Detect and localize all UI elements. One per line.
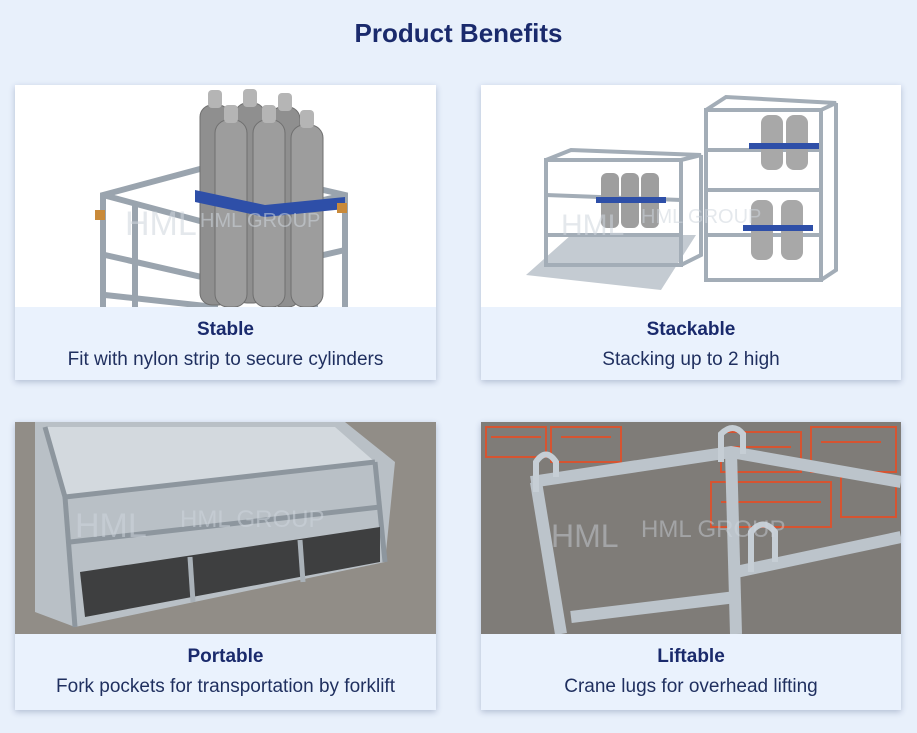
card-caption: Liftable Crane lugs for overhead lifting <box>481 634 901 710</box>
svg-text:HML: HML <box>551 518 619 554</box>
stacked-cages-photo: HML HML GROUP <box>481 85 901 307</box>
benefit-card-stable: HML HML GROUP Stable Fit with nylon stri… <box>15 85 436 380</box>
card-title: Liftable <box>657 646 725 667</box>
card-description: Stacking up to 2 high <box>602 349 780 370</box>
benefit-card-portable: HML HML GROUP Portable Fork pockets for … <box>15 422 436 710</box>
card-title: Stable <box>196 319 255 340</box>
page-title: Product Benefits <box>354 18 563 48</box>
card-caption: Stable Fit with nylon strip to secure cy… <box>15 307 436 380</box>
svg-text:HML GROUP: HML GROUP <box>180 506 324 533</box>
card-caption: Stackable Stacking up to 2 high <box>481 307 901 380</box>
svg-text:HML: HML <box>125 205 197 243</box>
svg-text:HML GROUP: HML GROUP <box>641 206 761 228</box>
card-caption: Portable Fork pockets for transportation… <box>15 634 436 710</box>
svg-text:HML GROUP: HML GROUP <box>200 210 320 232</box>
card-title: Portable <box>187 646 264 667</box>
crane-lug-photo: HML HML GROUP <box>481 422 901 634</box>
benefit-card-stackable: HML HML GROUP Stackable Stacking up to 2… <box>481 85 901 380</box>
benefit-card-liftable: HML HML GROUP Liftable Crane lugs for ov… <box>481 422 901 710</box>
fork-pocket-photo: HML HML GROUP <box>15 422 436 634</box>
svg-text:HML GROUP: HML GROUP <box>641 516 785 543</box>
cylinder-cage-photo: HML HML GROUP <box>15 85 436 307</box>
svg-text:HML: HML <box>75 507 147 545</box>
card-description: Crane lugs for overhead lifting <box>564 676 818 697</box>
svg-text:HML: HML <box>561 209 624 242</box>
card-description: Fit with nylon strip to secure cylinders <box>67 349 384 370</box>
card-title: Stackable <box>646 319 736 340</box>
card-description: Fork pockets for transportation by forkl… <box>56 676 395 697</box>
